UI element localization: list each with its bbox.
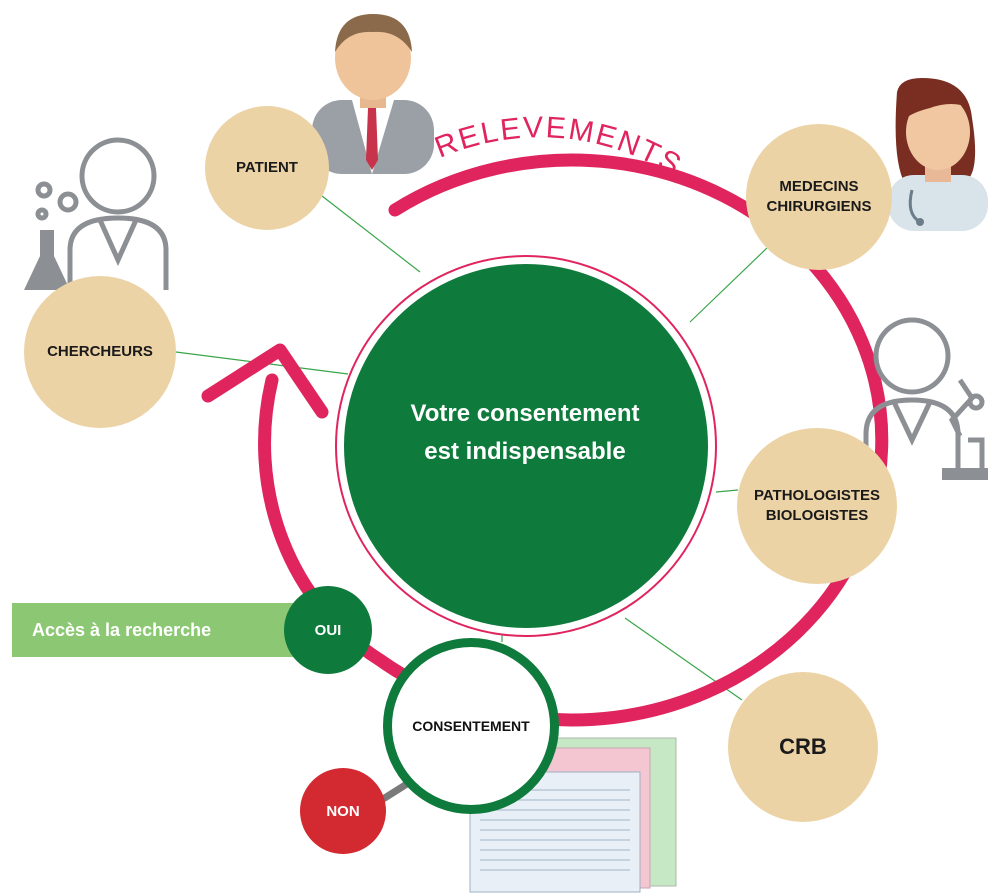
node-medecins-label-2: CHIRURGIENS [766,198,872,215]
pathologist-icon [863,317,988,480]
consentement-node: CONSENTEMENT [383,638,559,814]
node-pathologistes-label-2: BIOLOGISTES [765,507,869,524]
node-patient: PATIENT [205,106,329,230]
node-crb: CRB [728,672,878,822]
researcher-icon [24,137,169,290]
acces-recherche-bar: Accès à la recherche [12,603,314,657]
consentement-label: CONSENTEMENT [412,718,530,734]
center-line-1: Votre consentement [410,400,640,427]
node-chercheurs: CHERCHEURS [24,276,176,428]
node-pathologistes-label-1: PATHOLOGISTES [753,486,881,504]
non-badge: NON [300,768,386,854]
node-chercheurs-label: CHERCHEURS [47,342,153,360]
non-label: NON [326,802,360,820]
center-message: Votre consentement est indispensable [355,395,695,472]
oui-badge: OUI [284,586,372,674]
consent-form-document-icon [469,737,677,893]
patient-avatar-icon [312,14,434,174]
node-medecins-label-1: MEDECINS [779,177,859,195]
node-crb-label: CRB [779,734,827,760]
node-medecins: MEDECINS CHIRURGIENS [746,124,892,270]
center-circle [344,264,708,628]
cycle-arrowhead [201,343,329,419]
node-pathologistes: PATHOLOGISTES BIOLOGISTES [737,428,897,584]
center-line-2: est indispensable [424,438,626,466]
oui-label: OUI [314,621,342,639]
doctor-avatar-icon [888,78,988,231]
node-patient-label: PATIENT [236,158,298,176]
acces-recherche-label: Accès à la recherche [32,619,212,640]
